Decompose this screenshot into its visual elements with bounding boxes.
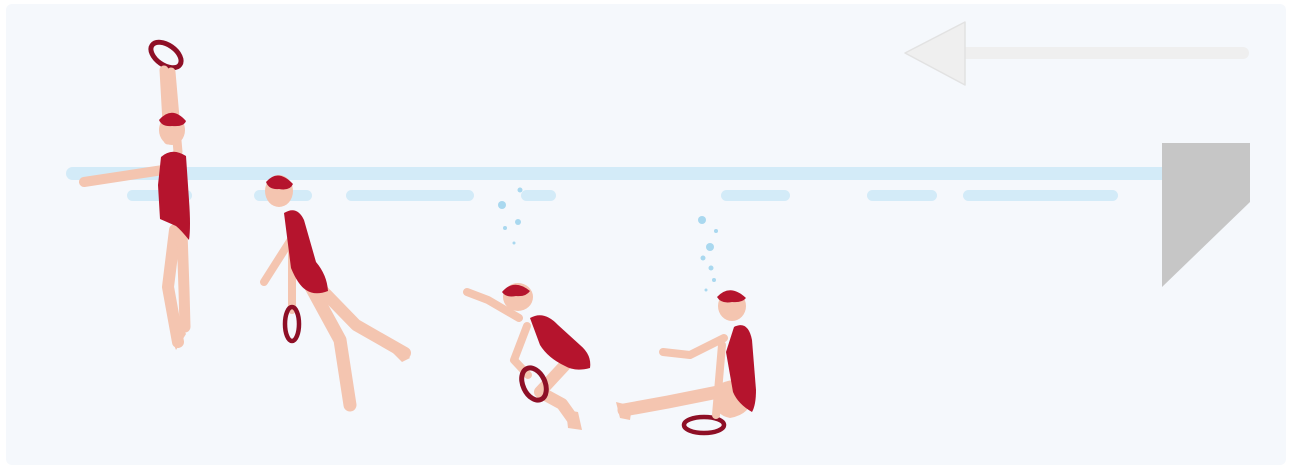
- background-panel: [6, 4, 1286, 465]
